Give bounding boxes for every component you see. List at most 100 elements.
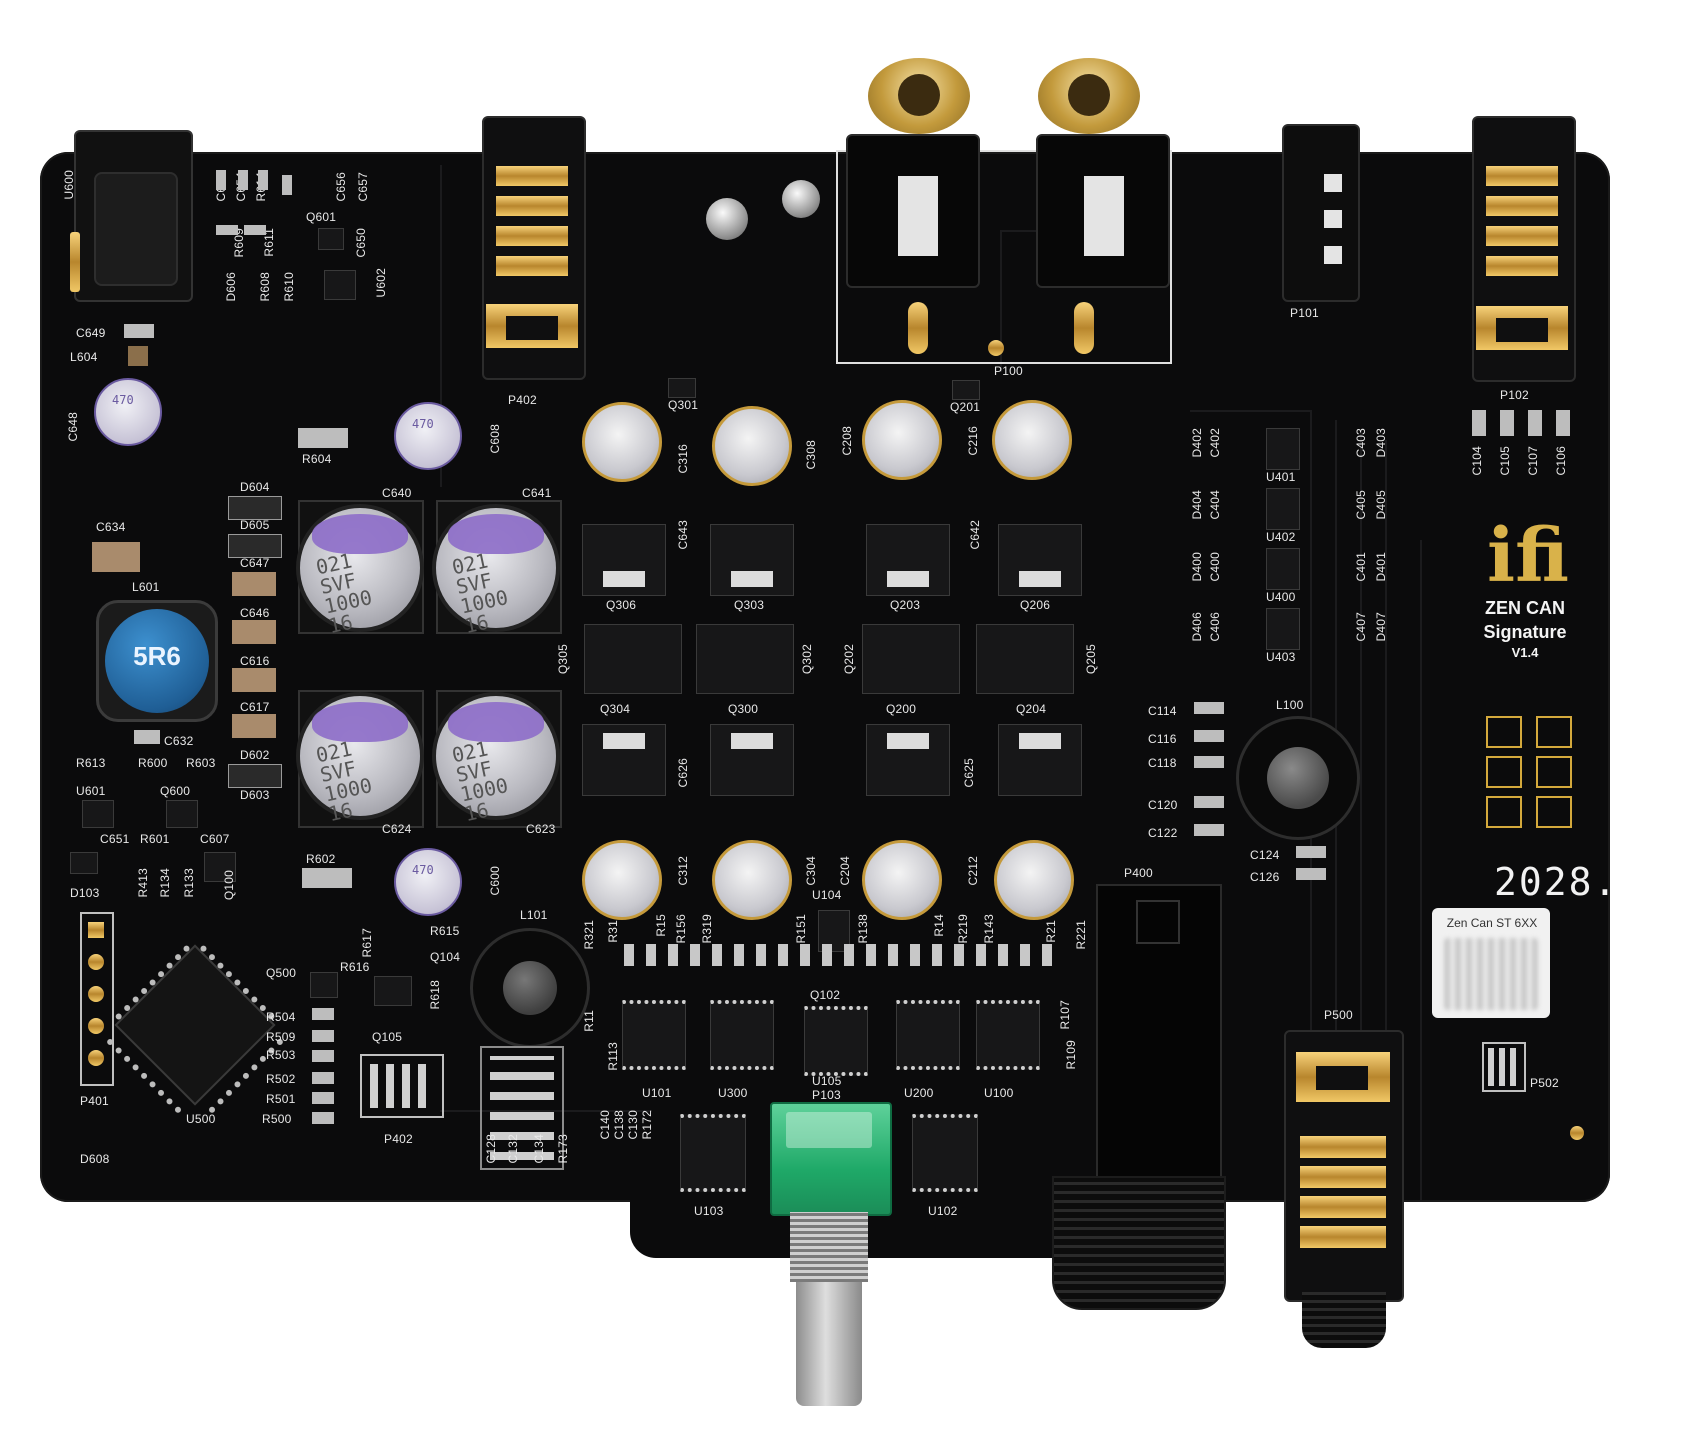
silk-label: R509: [266, 1030, 296, 1044]
screw: [782, 180, 820, 218]
silk-p100: P100: [994, 364, 1023, 378]
trace: [440, 165, 442, 487]
trace: [1420, 540, 1422, 1202]
pot-shaft[interactable]: [796, 1282, 862, 1406]
silk-label: Q302: [800, 644, 814, 675]
silk-label: Q206: [1020, 598, 1051, 612]
silk-label: U403: [1266, 650, 1296, 664]
silk-label: D608: [80, 1152, 110, 1166]
electrolytic-capacitor: 470: [94, 378, 162, 446]
jack-p101[interactable]: [1282, 124, 1360, 302]
silk-label: R501: [266, 1092, 296, 1106]
jack-thread: [1302, 1292, 1386, 1348]
rca-pin: [1074, 302, 1094, 354]
silk-label: C634: [96, 520, 126, 534]
silk-p101: P101: [1290, 306, 1319, 320]
silk-label: R138: [856, 914, 870, 944]
silk-label: R113: [606, 1042, 620, 1071]
ic-u101: [622, 1000, 686, 1070]
silk-label: Q500: [266, 966, 297, 980]
silk-label: Q105: [372, 1030, 403, 1044]
headphone-jack-p402[interactable]: [482, 116, 586, 380]
electrolytic-capacitor: [992, 400, 1072, 480]
regulator: [998, 724, 1082, 796]
regulator: [866, 524, 950, 596]
smd-capacitor: [1500, 410, 1514, 436]
test-pad: [1570, 1126, 1584, 1140]
trace: [1190, 410, 1312, 412]
silk-label: C104: [1470, 446, 1484, 476]
silk-label: C304: [804, 856, 818, 886]
volume-potentiometer[interactable]: [770, 1102, 892, 1216]
silk-label: U500: [186, 1112, 216, 1126]
silk-label: Q202: [842, 644, 856, 675]
silk-label: R14: [932, 914, 946, 937]
silk-label: C651: [100, 832, 130, 846]
pot-thread: [790, 1212, 868, 1282]
silk-label: C632: [164, 734, 194, 748]
rca-jack-right[interactable]: [1038, 58, 1140, 134]
headphone-jack-p401[interactable]: [1284, 1030, 1404, 1302]
headphone-jack-p102[interactable]: [1472, 116, 1576, 382]
ic-chip: [70, 852, 98, 874]
silk-label: C128: [484, 1134, 498, 1164]
smd-part: [216, 170, 226, 190]
silk-p500: P401: [80, 1094, 109, 1108]
gold-square: [1486, 796, 1522, 828]
silk-label: C204: [838, 856, 852, 886]
silk-label: R602: [306, 852, 336, 866]
smd-part: [258, 170, 268, 190]
silk-label: R173: [556, 1134, 570, 1164]
silk-label: C400: [1208, 552, 1222, 582]
silk-label: C616: [240, 654, 270, 668]
silk-label: C407: [1354, 612, 1368, 642]
ic-u102: [912, 1114, 978, 1192]
smd-capacitor: [232, 572, 276, 596]
model-line2: Signature: [1483, 622, 1567, 642]
silk-label: Q300: [728, 702, 759, 716]
smd-capacitor: [1296, 868, 1326, 880]
regulator: [710, 524, 794, 596]
silk-label: L101: [520, 908, 548, 922]
silk-label: C106: [1554, 446, 1568, 476]
ic-chip: [952, 380, 980, 400]
silk-label: C646: [240, 606, 270, 620]
silk-label: C126: [1250, 870, 1280, 884]
inductor-marking: 5R6: [133, 641, 181, 671]
regulator: [866, 724, 950, 796]
silk-label: Q304: [600, 702, 631, 716]
electrolytic-capacitor: 470: [394, 402, 462, 470]
rca-jack-left[interactable]: [868, 58, 970, 134]
silk-label: C107: [1526, 446, 1540, 476]
silk-label: U105: [812, 1074, 842, 1088]
smd-resistor: [298, 428, 348, 448]
electrolytic-capacitor: [994, 840, 1074, 920]
ic-chip: [166, 800, 198, 828]
silk-label: C648: [66, 412, 80, 442]
silk-label: R615: [430, 924, 460, 938]
silk-label: R503: [266, 1048, 296, 1062]
silk-u600: U600: [62, 170, 76, 200]
silk-label: D401: [1374, 552, 1388, 582]
silk-label: D402: [1190, 428, 1204, 458]
smd-part: [238, 170, 248, 190]
headphone-jack-p400[interactable]: [1052, 1176, 1226, 1310]
silk-label: R219: [956, 914, 970, 944]
silk-label: D406: [1190, 612, 1204, 642]
electrolytic-capacitor: [712, 840, 792, 920]
silk-label: R221: [1074, 920, 1088, 950]
silk-label: Q306: [606, 598, 637, 612]
silk-label: C617: [240, 700, 270, 714]
diode: [228, 764, 282, 788]
ic-u300: [710, 1000, 774, 1070]
silk-label: Q100: [222, 870, 236, 901]
pin-header-p501: [360, 1054, 444, 1118]
rca-housing: [846, 134, 980, 288]
regulator: [710, 724, 794, 796]
smd-capacitor: [232, 714, 276, 738]
silk-label: C403: [1354, 428, 1368, 458]
model-line1: ZEN CAN: [1485, 598, 1565, 618]
silk-label: U401: [1266, 470, 1296, 484]
silk-label: C607: [200, 832, 230, 846]
